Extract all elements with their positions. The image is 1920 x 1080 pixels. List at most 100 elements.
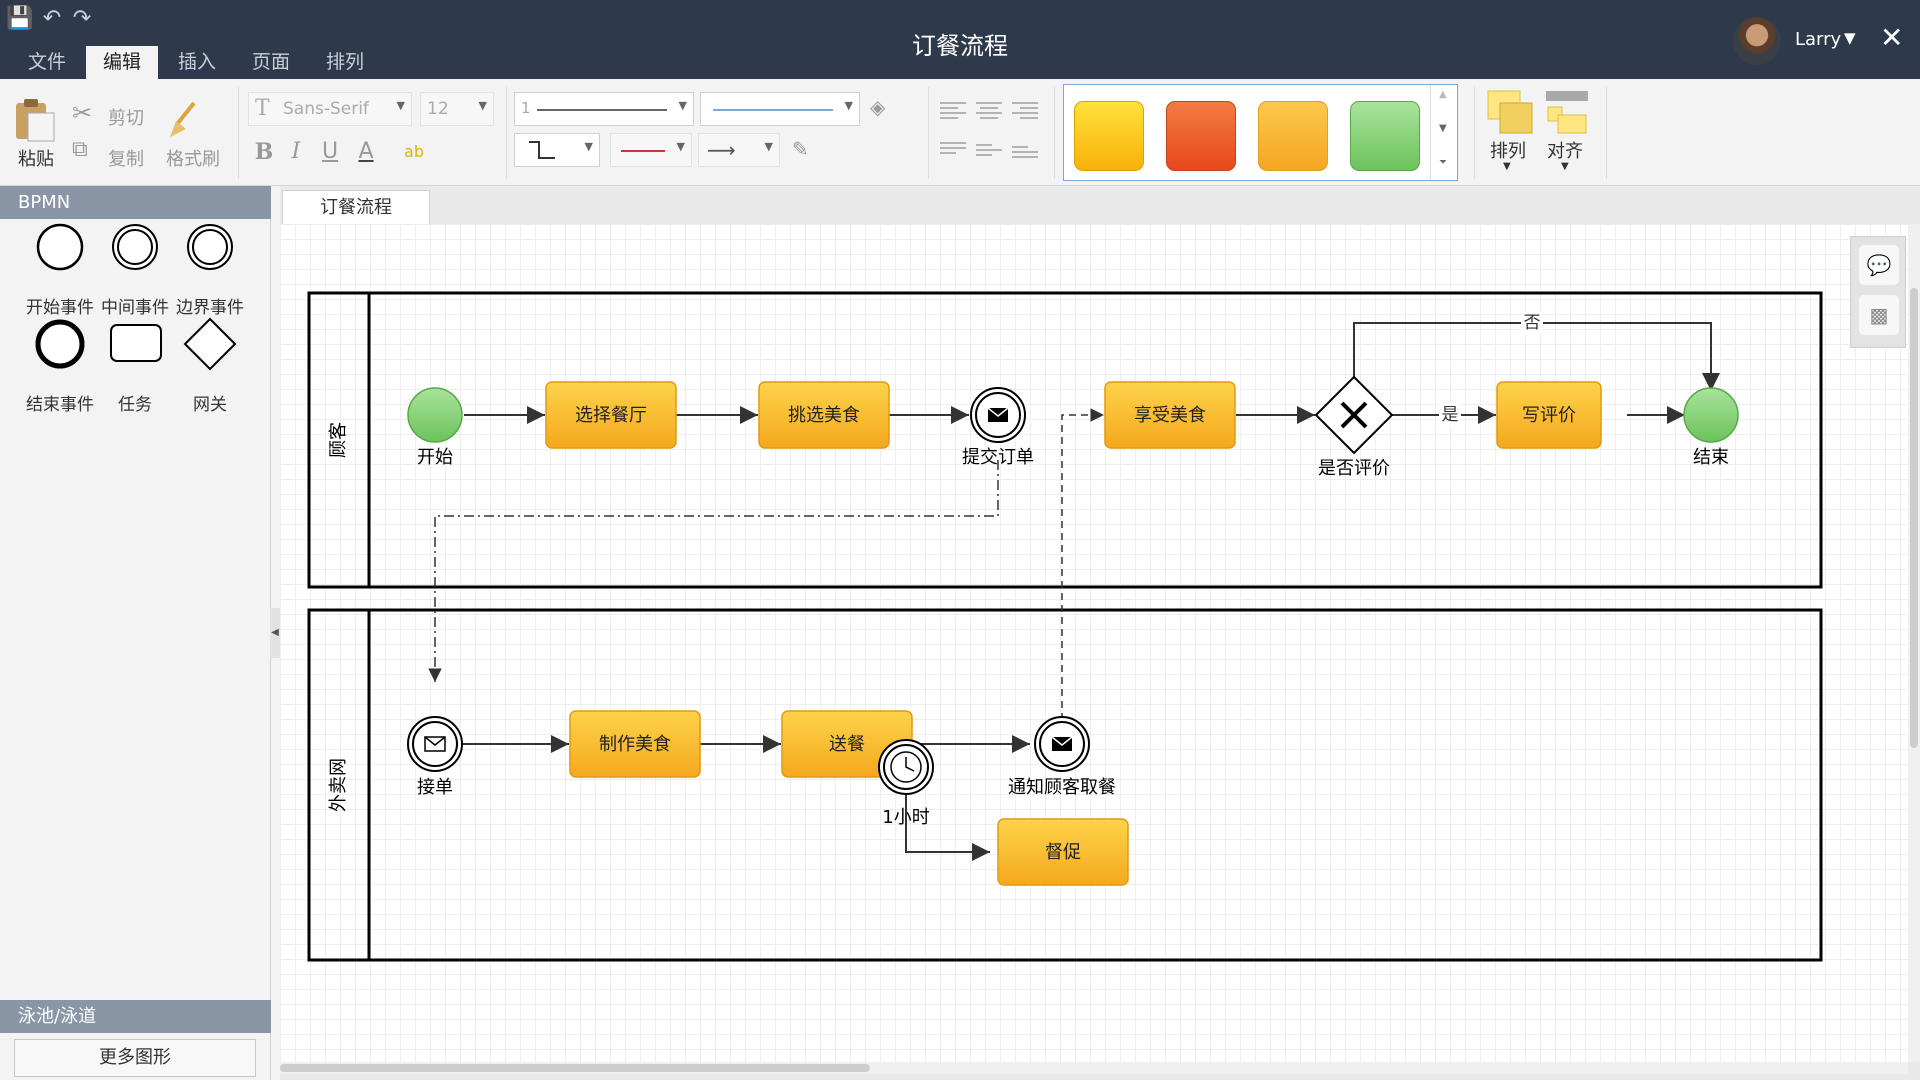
chart-icon[interactable]: ▩ [1859, 295, 1899, 335]
flow-timer-urge[interactable] [905, 794, 990, 861]
align-center-icon[interactable] [976, 99, 1002, 119]
align-right-icon[interactable] [1012, 99, 1038, 119]
style-swatch-orange[interactable] [1258, 101, 1328, 171]
font-size-select[interactable]: 12 ▼ [420, 92, 494, 126]
tab-edit[interactable]: 编辑 [86, 46, 158, 79]
user-avatar[interactable] [1733, 17, 1781, 65]
paste-icon[interactable] [14, 99, 58, 143]
italic-icon[interactable]: I [291, 139, 301, 164]
user-name[interactable]: Larry [1795, 29, 1842, 50]
line-color-preview [713, 109, 833, 111]
chevron-down-icon[interactable]: ▼ [1561, 161, 1569, 172]
format-painter-label[interactable]: 格式刷 [166, 149, 220, 170]
tab-page[interactable]: 页面 [251, 51, 290, 73]
flow-label-yes: 是 [1442, 405, 1459, 425]
line-color-select[interactable]: ▼ [700, 92, 860, 126]
line-pen-icon[interactable]: ✎ [792, 137, 809, 161]
title-bar: 💾 ↶ ↷ 订餐流程 文件 编辑 插入 页面 排列 Larry ▼ ✕ [0, 0, 1920, 79]
font-family-select[interactable]: T Sans-Serif ▼ [248, 92, 412, 126]
task-make-food[interactable] [569, 710, 701, 778]
connector-style-select[interactable]: ▼ [514, 133, 600, 167]
line-width-value: 1 [521, 99, 531, 117]
style-swatch-yellow[interactable] [1074, 101, 1144, 171]
gallery-down-icon[interactable]: ▼ [1439, 123, 1447, 134]
horizontal-scroll-thumb[interactable] [280, 1064, 870, 1072]
copy-label[interactable]: 复制 [108, 149, 144, 170]
more-shapes-button[interactable]: 更多图形 [14, 1039, 256, 1077]
gallery-expand-icon[interactable]: ⏷ [1439, 157, 1447, 168]
bpmn-section-header[interactable]: BPMN [0, 186, 271, 219]
intermediate-event-icon[interactable] [112, 224, 158, 270]
undo-icon[interactable]: ↶ [42, 6, 62, 31]
arrow-style-select[interactable]: ⟶ ▼ [698, 133, 780, 167]
end-event-icon[interactable] [35, 319, 85, 369]
receive-order-event[interactable] [407, 716, 463, 772]
close-icon[interactable]: ✕ [1880, 21, 1904, 54]
underline-icon[interactable]: U [321, 139, 339, 164]
format-painter-icon[interactable] [166, 99, 200, 139]
copy-icon[interactable]: ⧉ [72, 137, 88, 162]
align-icon[interactable] [1544, 89, 1592, 137]
tab-insert[interactable]: 插入 [177, 51, 216, 73]
lane-label-customer: 顾客 [328, 422, 349, 458]
collapse-panel-icon[interactable]: ◀ [270, 608, 280, 658]
tab-file[interactable]: 文件 [27, 51, 66, 73]
align-left-icon[interactable] [940, 99, 966, 119]
page-tab[interactable]: 订餐流程 [282, 190, 430, 224]
message-flow-notify[interactable] [1061, 408, 1104, 720]
timer-boundary-event[interactable] [878, 739, 934, 795]
gateway-label: 网关 [193, 395, 227, 415]
task-pick-food[interactable] [758, 381, 890, 449]
vertical-scrollbar[interactable] [1908, 224, 1920, 1062]
arrange-icon[interactable] [1486, 89, 1534, 137]
task-urge[interactable] [997, 818, 1129, 886]
bold-icon[interactable]: B [254, 139, 274, 165]
message-flow-order[interactable] [428, 460, 999, 682]
diagram-canvas[interactable]: 顾客 外卖网 是 否 [280, 224, 1908, 1062]
highlight-icon[interactable]: ab [404, 142, 424, 161]
end-event[interactable] [1683, 387, 1739, 443]
pool-customer[interactable]: 顾客 [307, 291, 1823, 589]
task-enjoy-food[interactable] [1104, 381, 1236, 449]
task-choose-restaurant[interactable] [545, 381, 677, 449]
gateway-icon[interactable] [183, 317, 237, 371]
chevron-down-icon[interactable]: ▼ [1503, 161, 1511, 172]
start-event-icon[interactable] [36, 223, 84, 271]
user-menu-caret-icon[interactable]: ▼ [1844, 29, 1856, 47]
chevron-down-icon: ▼ [396, 99, 405, 112]
horizontal-scrollbar[interactable] [280, 1062, 1908, 1074]
cut-label[interactable]: 剪切 [108, 108, 144, 129]
tab-arrange[interactable]: 排列 [325, 51, 364, 73]
line-width-select[interactable]: 1 ▼ [514, 92, 694, 126]
redo-icon[interactable]: ↷ [72, 6, 92, 31]
cut-icon[interactable]: ✂ [72, 99, 93, 127]
font-color-icon[interactable]: A [358, 139, 374, 164]
pool-section-header[interactable]: 泳池/泳道 [0, 1000, 271, 1033]
arrange-label[interactable]: 排列 [1490, 141, 1526, 162]
gateway-review[interactable] [1314, 375, 1394, 455]
fill-bucket-icon[interactable]: ◈ [870, 95, 886, 119]
valign-bottom-icon[interactable] [1012, 143, 1038, 163]
align-label[interactable]: 对齐 [1547, 141, 1583, 162]
comment-icon[interactable]: 💬 [1859, 245, 1899, 285]
submit-order-event[interactable] [970, 387, 1026, 443]
notify-customer-text: 通知顾客取餐 [1008, 777, 1116, 798]
boundary-event-icon[interactable] [187, 224, 233, 270]
valign-middle-icon[interactable] [976, 141, 1002, 161]
valign-top-icon[interactable] [940, 139, 966, 159]
notify-customer-event[interactable] [1034, 716, 1090, 772]
gallery-up-icon[interactable]: ▲ [1439, 89, 1447, 100]
vertical-scroll-thumb[interactable] [1910, 288, 1918, 748]
style-swatch-orange-red[interactable] [1166, 101, 1236, 171]
dash-style-select[interactable]: ▼ [610, 133, 692, 167]
task-write-review[interactable] [1496, 381, 1602, 449]
bpmn-diagram: 顾客 外卖网 是 否 [307, 291, 1823, 962]
chevron-down-icon: ▼ [844, 99, 853, 112]
chevron-down-icon: ▼ [678, 99, 687, 112]
save-icon[interactable]: 💾 [6, 6, 34, 31]
paste-label[interactable]: 粘贴 [18, 149, 54, 170]
pool-platform[interactable]: 外卖网 [307, 608, 1823, 962]
task-icon[interactable] [110, 324, 162, 362]
start-event[interactable] [407, 387, 463, 443]
style-swatch-green[interactable] [1350, 101, 1420, 171]
